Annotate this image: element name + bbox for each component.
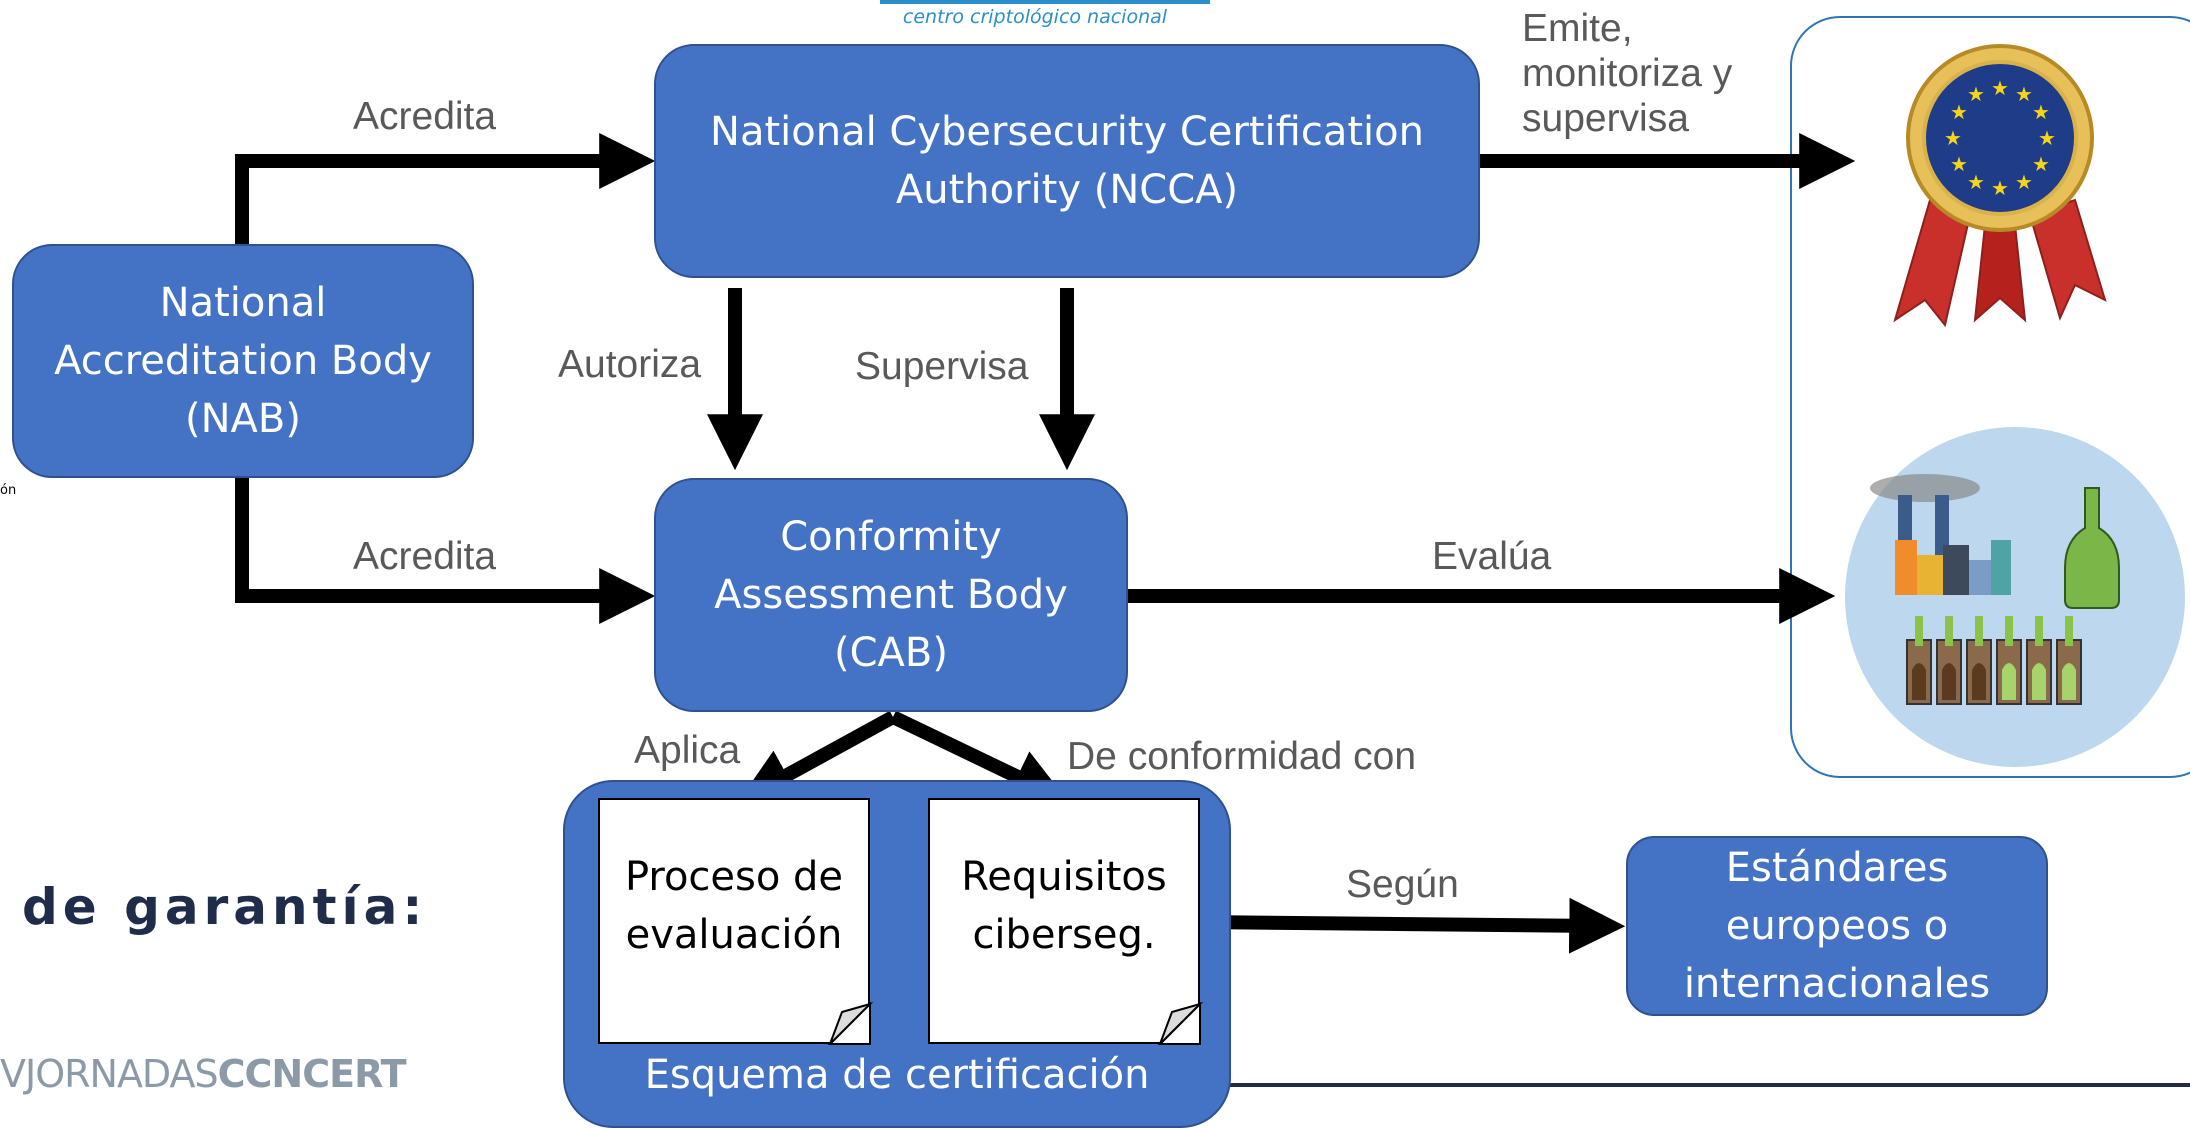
requirements-document: Requisitos ciberseg. (928, 798, 1200, 1044)
footer-brand-regular: VJORNADAS (0, 1052, 219, 1096)
logo-caption: centro criptológico nacional (902, 6, 1168, 28)
ncca-box: National Cybersecurity Certification Aut… (654, 44, 1480, 278)
label-conforms: De conformidad con (1067, 735, 1417, 778)
nab-box: National Accreditation Body (NAB) (12, 244, 474, 478)
arrow-conforms (889, 710, 1068, 802)
standards-box: Estándares europeos o internacionales (1626, 836, 2048, 1016)
label-authorizes: Autoriza (558, 343, 702, 386)
label-applies: Aplica (634, 729, 741, 772)
footer-brand: VJORNADASCCNCERT (0, 1052, 407, 1096)
arrow-nab-to-cab (235, 478, 656, 624)
label-according: Según (1346, 863, 1459, 906)
slide-heading-fragment: de garantía: (22, 878, 428, 936)
logo-bar (880, 0, 1210, 4)
label-issues: Emite, monitoriza y supervisa (1522, 7, 1733, 141)
footer-brand-bold: CCNCERT (217, 1052, 407, 1096)
cut-off-text-fragment: ón (0, 483, 17, 498)
certification-scheme-label: Esquema de certificación (644, 1052, 1150, 1098)
label-accredits-ncca: Acredita (353, 95, 497, 138)
arrow-according (1199, 897, 1626, 954)
cab-box: Conformity Assessment Body (CAB) (654, 478, 1128, 712)
arrow-nab-to-ncca (235, 133, 656, 245)
label-evaluates: Evalúa (1432, 535, 1552, 578)
label-supervises: Supervisa (855, 345, 1029, 388)
label-accredits-cab: Acredita (353, 535, 497, 578)
process-document: Proceso de evaluación (598, 798, 870, 1044)
arrow-applies (737, 710, 897, 803)
